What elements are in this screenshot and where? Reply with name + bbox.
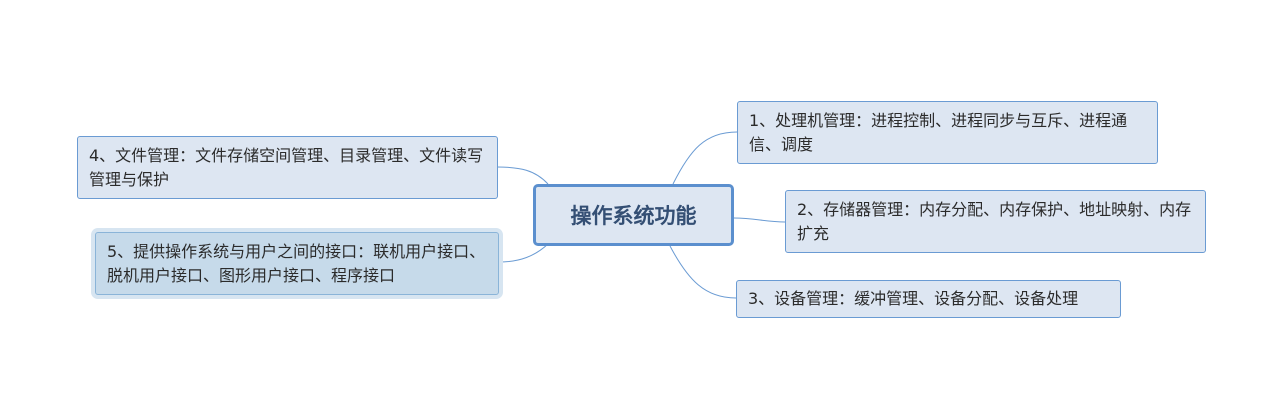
topic-storage-label: 2、存储器管理：内存分配、内存保护、地址映射、内存扩充 — [797, 200, 1192, 243]
topic-device-label: 3、设备管理：缓冲管理、设备分配、设备处理 — [748, 289, 1079, 308]
topic-file-management[interactable]: 4、文件管理：文件存储空间管理、目录管理、文件读写管理与保护 — [77, 136, 498, 199]
topic-processor-management[interactable]: 1、处理机管理：进程控制、进程同步与互斥、进程通信、调度 — [737, 101, 1158, 164]
connector-processor — [672, 131, 738, 185]
topic-device-management[interactable]: 3、设备管理：缓冲管理、设备分配、设备处理 — [736, 280, 1121, 318]
topic-interface-label: 5、提供操作系统与用户之间的接口：联机用户接口、脱机用户接口、图形用户接口、程序… — [107, 242, 486, 285]
central-topic[interactable]: 操作系统功能 — [533, 184, 734, 246]
topic-file-label: 4、文件管理：文件存储空间管理、目录管理、文件读写管理与保护 — [89, 146, 484, 189]
connector-interface — [498, 243, 549, 263]
connector-file — [496, 166, 549, 185]
connector-storage — [733, 217, 786, 223]
topic-storage-management[interactable]: 2、存储器管理：内存分配、内存保护、地址映射、内存扩充 — [785, 190, 1206, 253]
connector-device — [669, 245, 737, 299]
topic-processor-label: 1、处理机管理：进程控制、进程同步与互斥、进程通信、调度 — [749, 111, 1128, 154]
topic-user-interface[interactable]: 5、提供操作系统与用户之间的接口：联机用户接口、脱机用户接口、图形用户接口、程序… — [95, 232, 499, 295]
central-topic-label: 操作系统功能 — [570, 204, 697, 228]
